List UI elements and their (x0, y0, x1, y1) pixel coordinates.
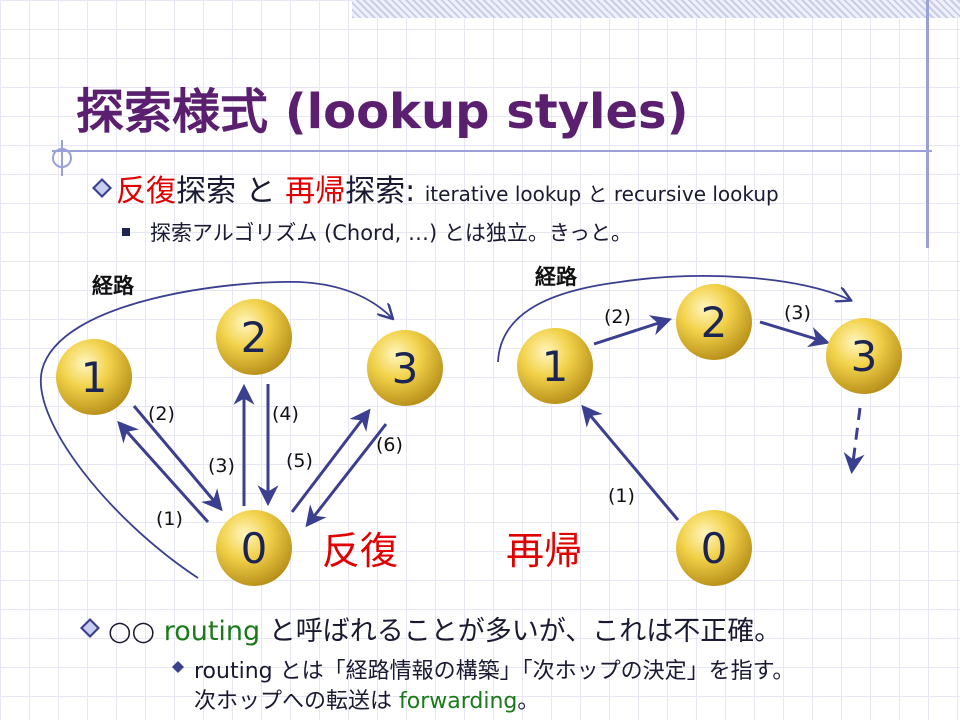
arrow-label-1: (1) (156, 508, 183, 530)
node-2: 2 (216, 299, 292, 375)
mode-label-iterative: 反復 (322, 529, 398, 573)
sub2-line2-prefix: 次ホップへの転送は (194, 689, 399, 714)
node-1: 1 (56, 339, 132, 415)
arrow-5 (290, 408, 371, 513)
node-1: 1 (517, 328, 593, 404)
node-0: 0 (676, 510, 752, 586)
sub-bullet-square-icon (122, 228, 130, 236)
svg-text:0: 0 (241, 524, 268, 573)
svg-text:2: 2 (701, 298, 728, 347)
bullet-text-a: 探索 と (176, 174, 286, 209)
route-label: 経路 (92, 274, 135, 298)
bullet2-prefix: ○○ (108, 616, 164, 647)
arrow-label-5: (5) (286, 450, 313, 472)
arrow-1 (117, 420, 210, 524)
sub-bullet-algorithm-independence: 探索アルゴリズム (Chord, …) とは独立。きっと。 (150, 221, 633, 245)
arrow-label-3: (3) (784, 302, 811, 324)
sub2-line2-suffix: 。 (517, 689, 540, 714)
arrow-label-1: (1) (608, 485, 635, 507)
svg-text:0: 0 (701, 524, 728, 573)
node-3: 3 (826, 318, 902, 394)
term-forwarding: forwarding (399, 689, 518, 714)
arrow-3 (759, 320, 831, 348)
sub-bullet-forwarding-definition: 次ホップへの転送は forwarding。 (194, 683, 539, 715)
mode-label-recursive: 再帰 (506, 529, 582, 573)
arrow-label-6: (6) (376, 434, 403, 456)
decorative-crosshair (52, 140, 72, 176)
arrow-label-3: (3) (208, 455, 235, 477)
decorative-vertical-rule (926, 0, 929, 248)
arrow-label-4: (4) (272, 403, 299, 425)
header-hatch-band (352, 0, 960, 18)
slide-title: 探索様式 (lookup styles) (76, 84, 689, 140)
bullet-diamond-icon (80, 618, 100, 638)
bullet-text-b: 探索: (345, 174, 425, 209)
sub-bullet-routing-definition: routing とは「経路情報の構築」「次ホップの決定」を指す。 (194, 659, 795, 684)
node-3: 3 (367, 330, 443, 406)
route-label: 経路 (535, 265, 578, 289)
arrow-6 (305, 423, 388, 528)
decorative-horizontal-rule (52, 150, 932, 152)
iterative-diagram: 1 2 3 0 経路 (1) (2) (3) (4) (5) (6) 反復 (39, 274, 443, 586)
term-recursive: 再帰 (285, 174, 346, 209)
svg-text:2: 2 (241, 313, 268, 362)
svg-text:3: 3 (851, 332, 878, 381)
arrow-next-hop-dashed (843, 407, 865, 475)
node-2: 2 (676, 284, 752, 360)
recursive-diagram: 1 2 3 0 経路 (1) (2) (3) 再帰 (497, 265, 902, 586)
arrow-1 (581, 404, 680, 521)
term-routing: routing (163, 616, 261, 647)
svg-text:1: 1 (542, 342, 569, 391)
arrow-2 (593, 315, 672, 346)
svg-text:1: 1 (81, 353, 108, 402)
bullet-english: iterative lookup と recursive lookup (424, 182, 779, 206)
bullet-lookup-styles: 反復探索 と 再帰探索: iterative lookup と recursiv… (116, 166, 779, 210)
term-iterative: 反復 (116, 174, 176, 209)
bullet-routing-misnomer: ○○ routing と呼ばれることが多いが、これは不正確。 (108, 609, 781, 648)
sub-bullet-diamond-icon (172, 661, 184, 673)
node-0: 0 (216, 510, 292, 586)
route-curve (39, 280, 392, 579)
arrow-label-2: (2) (604, 306, 631, 328)
arrow-label-2: (2) (148, 403, 175, 425)
route-curve (497, 275, 850, 363)
arrow-2 (132, 405, 223, 512)
svg-text:3: 3 (392, 344, 419, 393)
bullet2-suffix: と呼ばれることが多いが、これは不正確。 (260, 616, 782, 647)
bullet-diamond-icon (92, 178, 112, 198)
